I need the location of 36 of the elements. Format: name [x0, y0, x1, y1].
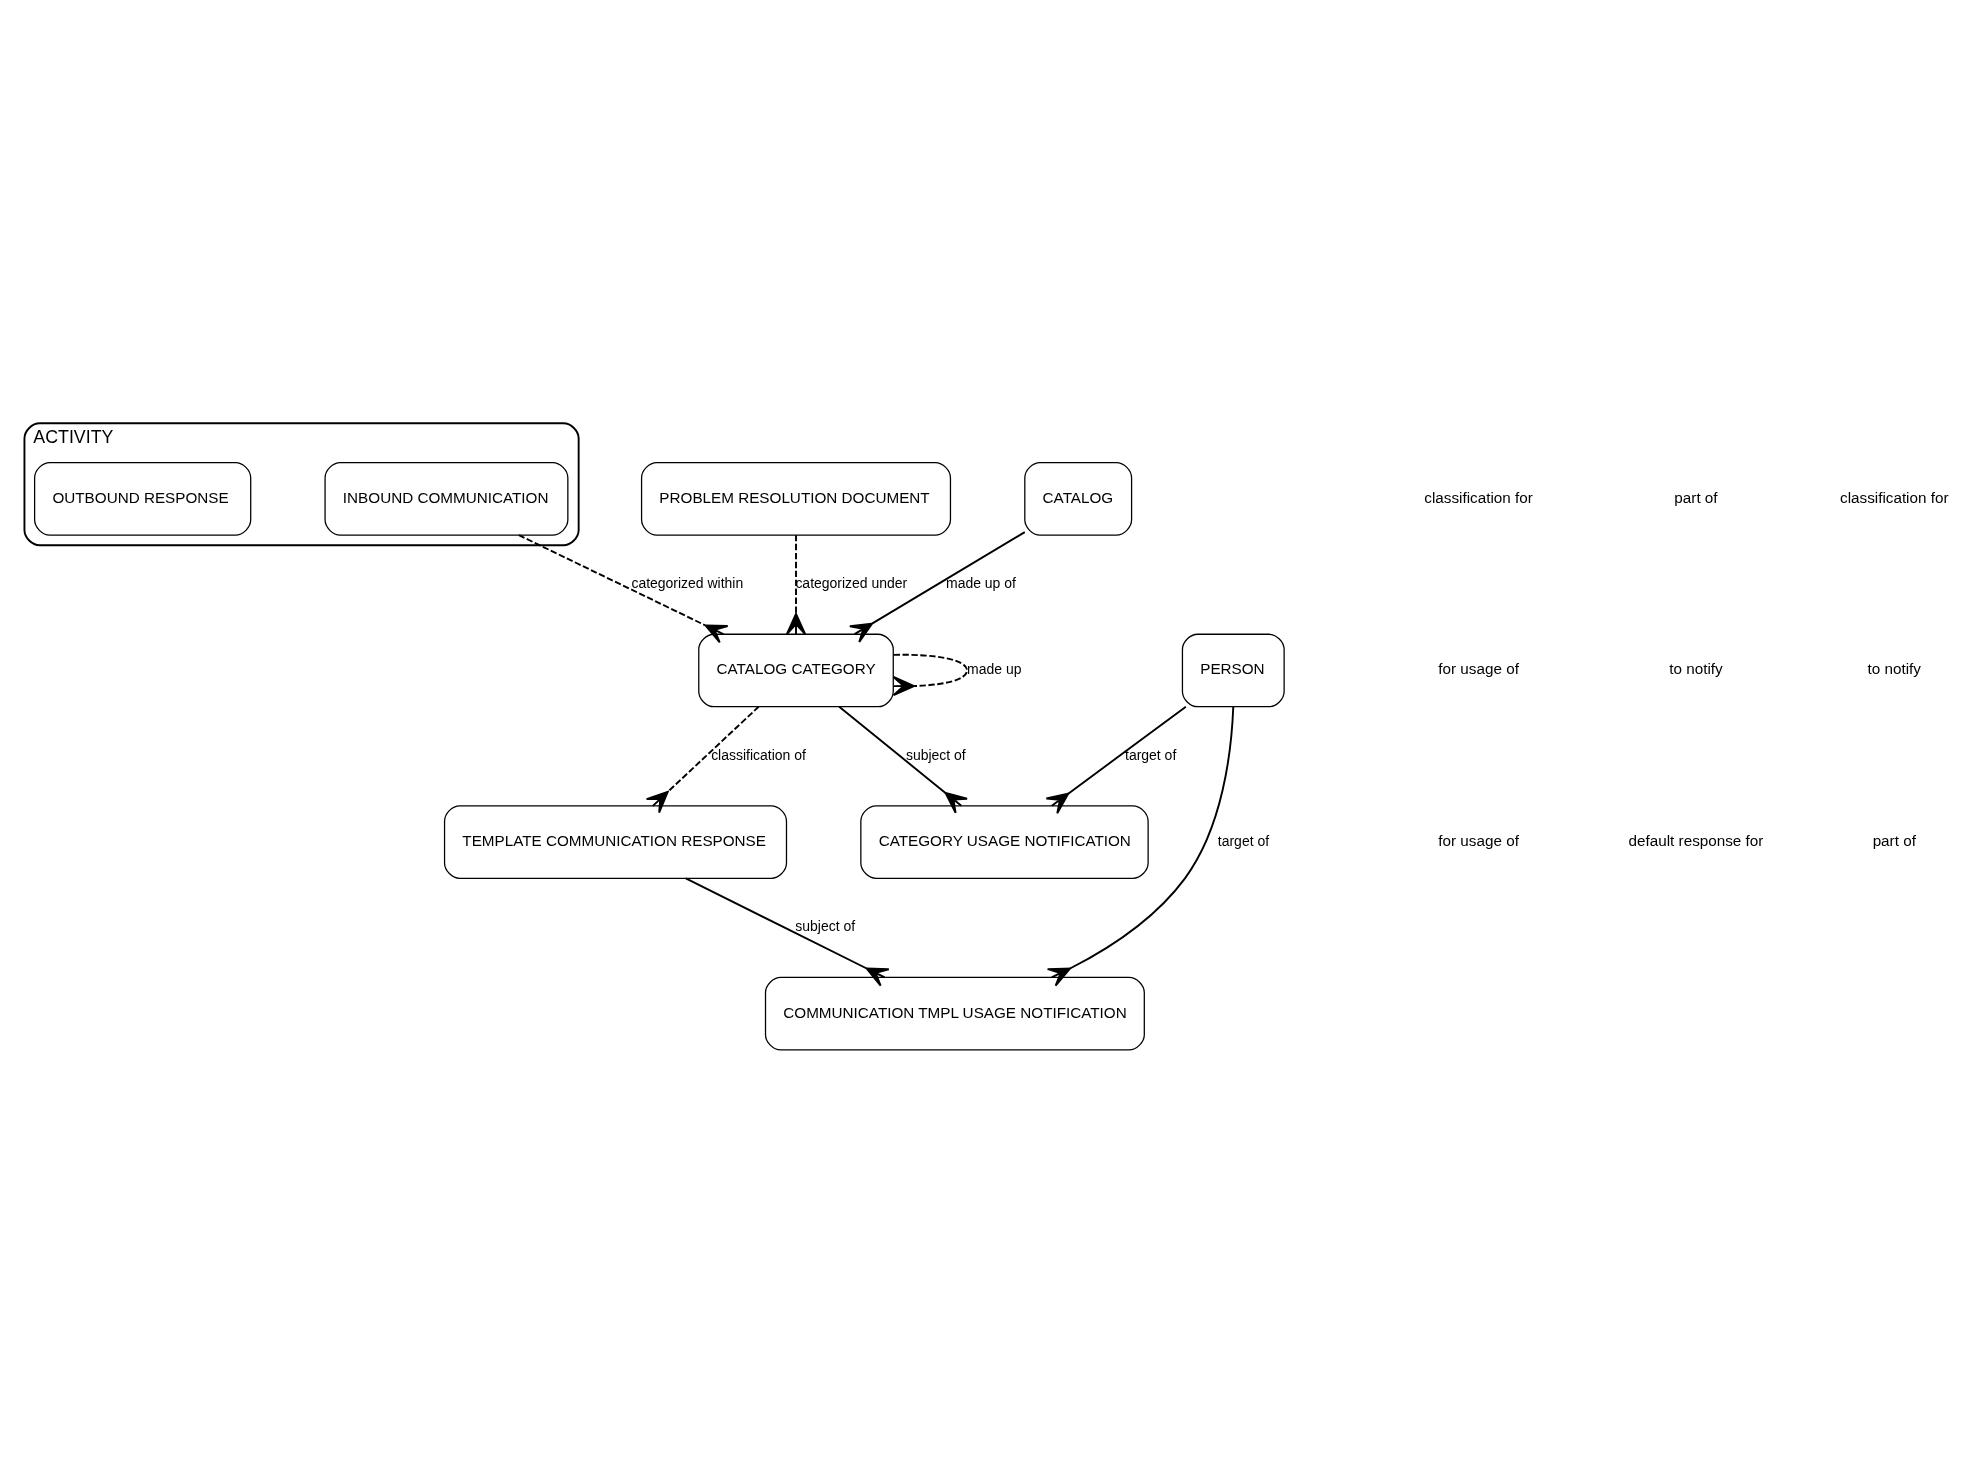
edge-label: categorized under	[795, 574, 908, 591]
connector	[892, 653, 968, 696]
label: to notify	[1867, 659, 1921, 677]
edge-label: categorized within	[631, 574, 744, 591]
label: for usage of	[1438, 831, 1519, 849]
connector	[1045, 705, 1187, 814]
label: for usage of	[1438, 659, 1519, 677]
edge-label: made up of	[946, 574, 1016, 591]
connector	[838, 705, 969, 814]
connector	[684, 876, 890, 987]
node-box: TEMPLATE COMMUNICATION RESPONSE	[443, 804, 788, 879]
label: part of	[1674, 488, 1718, 506]
label: classification for	[1424, 488, 1533, 506]
node-box: CATEGORY USAGE NOTIFICATION	[860, 804, 1149, 879]
node-box: CATALOG CATEGORY	[698, 633, 894, 707]
edge-label: classification of	[711, 746, 806, 763]
connector	[645, 705, 760, 813]
edge-label: made up	[967, 660, 1022, 677]
connector	[785, 533, 807, 635]
node-box: OUTBOUND RESPONSE	[34, 461, 252, 536]
edge-label: target of	[1125, 746, 1177, 763]
edge-label: subject of	[795, 917, 856, 934]
label: to notify	[1669, 659, 1723, 677]
connector	[1046, 705, 1235, 987]
label: default response for	[1628, 831, 1764, 849]
node-box: PERSON	[1181, 633, 1285, 707]
node-box: PROBLEM RESOLUTION DOCUMENT	[640, 461, 952, 536]
edge-label: target of	[1217, 832, 1270, 849]
label: classification for	[1840, 488, 1949, 506]
connector	[848, 530, 1026, 643]
label: part of	[1872, 831, 1916, 849]
node-box: CATALOG	[1024, 461, 1133, 536]
edge-label: subject of	[905, 746, 966, 763]
node-box: COMMUNICATION TMPL USAGE NOTIFICATION	[764, 976, 1145, 1051]
node-box: INBOUND COMMUNICATION	[324, 461, 569, 536]
connector	[517, 533, 729, 643]
